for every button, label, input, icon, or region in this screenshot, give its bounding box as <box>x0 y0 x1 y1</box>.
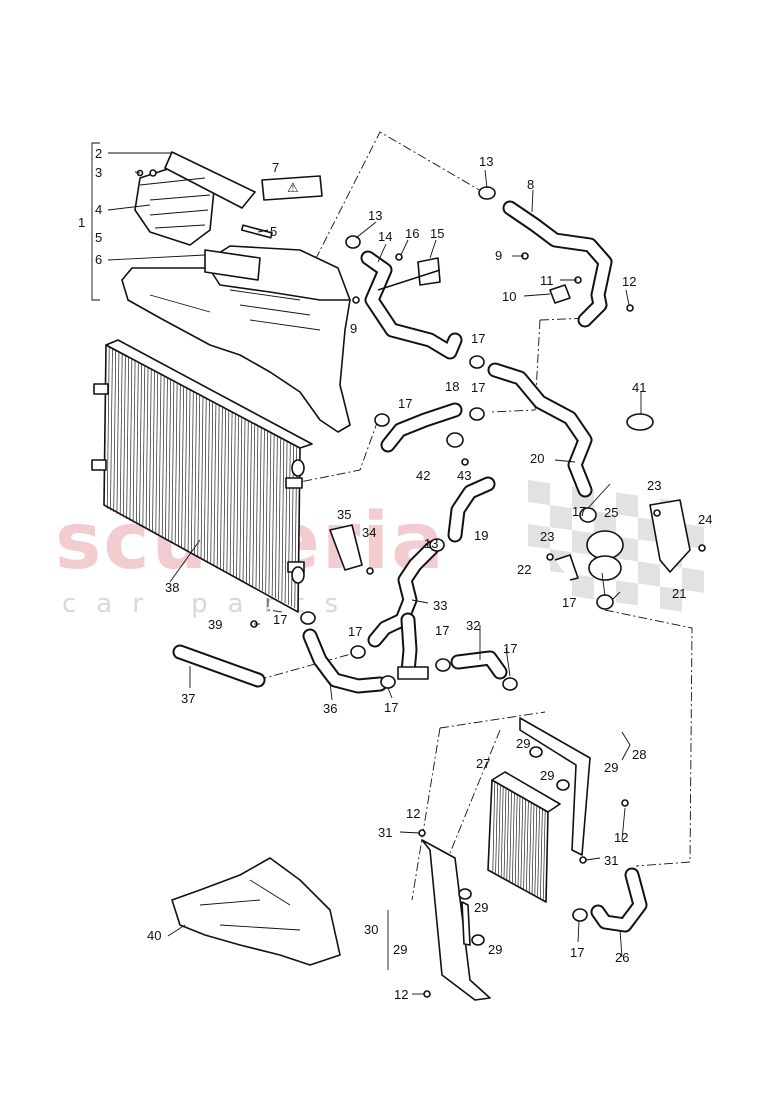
callout-29: 29 <box>393 942 407 957</box>
callout-23: 23 <box>647 478 661 493</box>
callout-34: 34 <box>362 525 376 540</box>
callout-23: 23 <box>540 529 554 544</box>
callout-17: 17 <box>503 641 517 656</box>
callout-12: 12 <box>406 806 420 821</box>
callout-30: 30 <box>364 922 378 937</box>
air-box-assembly-1: ⚠ <box>121 151 351 433</box>
callout-5: 5 <box>270 224 277 239</box>
callout-18: 18 <box>445 379 459 394</box>
air-guide-40 <box>171 857 341 966</box>
callout-31: 31 <box>378 825 392 840</box>
callout-13: 13 <box>479 154 493 169</box>
callout-24: 24 <box>698 512 712 527</box>
callout-35: 35 <box>337 507 351 522</box>
callout-17: 17 <box>471 380 485 395</box>
callout-43: 43 <box>457 468 471 483</box>
callout-40: 40 <box>147 928 161 943</box>
hoses <box>172 200 648 933</box>
callout-3: 3 <box>95 165 102 180</box>
callout-29: 29 <box>604 760 618 775</box>
callout-9: 9 <box>495 248 502 263</box>
callout-37: 37 <box>181 691 195 706</box>
callout-17: 17 <box>384 700 398 715</box>
callout-16: 16 <box>405 226 419 241</box>
callout-21: 21 <box>672 586 686 601</box>
callout-17: 17 <box>273 612 287 627</box>
callout-6: 6 <box>95 252 102 267</box>
callout-4: 4 <box>95 202 102 217</box>
radiator-38 <box>91 339 313 613</box>
callout-labels: 1 2 3 4 5 6 5 7 8 9 9 10 11 12 13 13 14 … <box>78 146 712 1002</box>
callout-31: 31 <box>604 853 618 868</box>
callout-7: 7 <box>272 160 279 175</box>
callout-13: 13 <box>424 536 438 551</box>
callout-12: 12 <box>394 987 408 1002</box>
callout-9: 9 <box>350 321 357 336</box>
routing-lines <box>257 131 693 901</box>
callout-5: 5 <box>95 230 102 245</box>
callout-29: 29 <box>488 942 502 957</box>
callout-17: 17 <box>348 624 362 639</box>
callout-11: 11 <box>540 273 554 288</box>
callout-28: 28 <box>632 747 646 762</box>
callout-10: 10 <box>502 289 516 304</box>
callout-42: 42 <box>416 468 430 483</box>
callout-17: 17 <box>570 945 584 960</box>
callout-12: 12 <box>622 274 636 289</box>
callout-20: 20 <box>530 451 544 466</box>
callout-2: 2 <box>95 146 102 161</box>
callout-29: 29 <box>516 736 530 751</box>
callout-17: 17 <box>398 396 412 411</box>
cooler-27 <box>421 717 591 1001</box>
callout-38: 38 <box>165 580 179 595</box>
callout-17: 17 <box>572 504 586 519</box>
callout-32: 32 <box>466 618 480 633</box>
callout-29: 29 <box>540 768 554 783</box>
warning-triangle-icon: ⚠ <box>287 180 299 195</box>
callout-14: 14 <box>378 229 392 244</box>
callout-17: 17 <box>435 623 449 638</box>
callout-25: 25 <box>604 505 618 520</box>
callout-1: 1 <box>78 215 85 230</box>
leader-lines <box>91 142 642 995</box>
callout-29: 29 <box>474 900 488 915</box>
callout-39: 39 <box>208 617 222 632</box>
callout-26: 26 <box>615 950 629 965</box>
callout-17: 17 <box>471 331 485 346</box>
callout-36: 36 <box>323 701 337 716</box>
callout-19: 19 <box>474 528 488 543</box>
callout-8: 8 <box>527 177 534 192</box>
cooler-fins <box>492 781 546 901</box>
callout-27: 27 <box>476 756 490 771</box>
callout-22: 22 <box>517 562 531 577</box>
callout-17: 17 <box>562 595 576 610</box>
callout-41: 41 <box>632 380 646 395</box>
callout-33: 33 <box>433 598 447 613</box>
callout-12: 12 <box>614 830 628 845</box>
callout-13: 13 <box>368 208 382 223</box>
callout-15: 15 <box>430 226 444 241</box>
radiator-fins <box>106 346 298 609</box>
